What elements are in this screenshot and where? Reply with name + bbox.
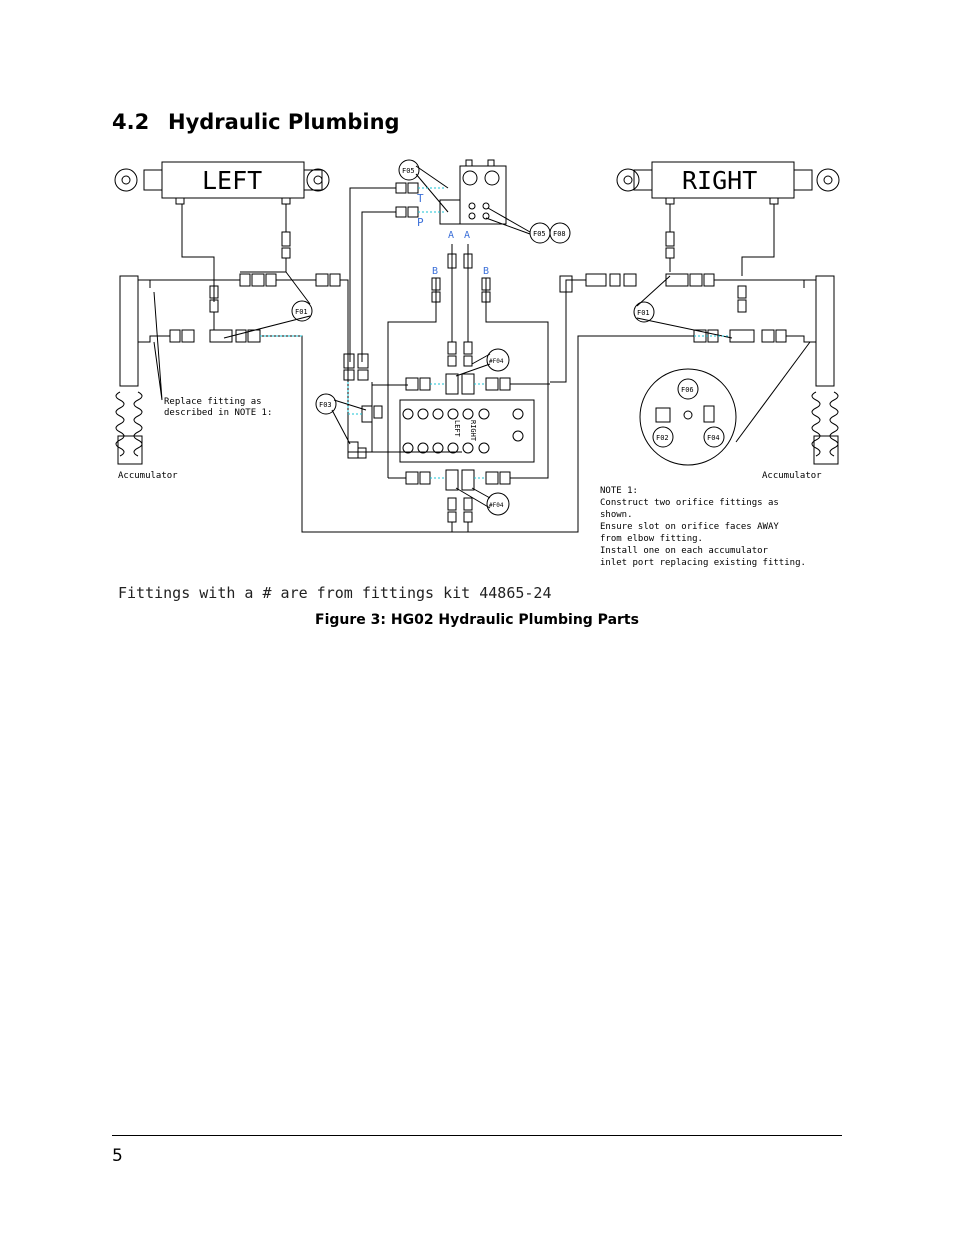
tag-f01-right: F01: [637, 309, 650, 317]
right-cylinder: [616, 161, 840, 205]
tag-f05-top: F05: [402, 167, 415, 175]
hydraulic-plumbing-diagram: LEFT RIGHT F05 F05 F08 F01 F01 #F04 #F04…: [114, 159, 840, 602]
section-title: Hydraulic Plumbing: [168, 110, 400, 134]
left-cylinder-label: LEFT: [202, 166, 262, 195]
control-valve: [439, 159, 507, 225]
fitting-detail-circle: [639, 368, 737, 466]
section-heading: 4.2 Hydraulic Plumbing: [112, 110, 400, 134]
note-line6: inlet port replacing existing fitting.: [600, 558, 806, 568]
tag-f05-block: F05: [533, 230, 546, 238]
note-line3: Ensure slot on orifice faces AWAY: [600, 522, 779, 532]
note-line2: shown.: [600, 510, 633, 520]
note-line5: Install one on each accumulator: [600, 546, 769, 556]
left-cylinder: [114, 161, 330, 205]
replace-note-line2: described in NOTE 1:: [164, 408, 272, 418]
detail-f02: F02: [656, 434, 669, 442]
port-a-right-label: A: [464, 230, 470, 241]
port-p-label: P: [417, 216, 424, 229]
tag-f08: F08: [553, 230, 566, 238]
detail-f06: F06: [681, 386, 694, 394]
footer-divider: [112, 1135, 842, 1136]
port-b-left-label: B: [432, 266, 438, 277]
accumulator-left-label: Accumulator: [118, 471, 178, 481]
manifold-block: [399, 399, 535, 463]
manifold-right-label: RIGHT: [469, 420, 477, 442]
right-accumulator: [811, 275, 839, 465]
note-title: NOTE 1:: [600, 486, 638, 496]
note-line1: Construct two orifice fittings as: [600, 498, 779, 508]
port-t-label: T: [417, 192, 424, 205]
left-accumulator: [115, 275, 143, 465]
detail-f04: F04: [707, 434, 720, 442]
right-cylinder-label: RIGHT: [682, 166, 757, 195]
figure-caption: Figure 3: HG02 Hydraulic Plumbing Parts: [315, 612, 639, 628]
manifold-left-label: LEFT: [453, 420, 461, 438]
accumulator-right-label: Accumulator: [762, 471, 822, 481]
section-number: 4.2: [112, 110, 150, 134]
replace-note-line1: Replace fitting as: [164, 397, 262, 407]
tag-f04-lower: #F04: [489, 502, 504, 509]
note-line4: from elbow fitting.: [600, 534, 703, 544]
port-a-left-label: A: [448, 230, 454, 241]
tag-f01-left: F01: [295, 308, 308, 316]
port-b-right-label: B: [483, 266, 489, 277]
tag-f03: F03: [319, 401, 332, 409]
tag-f04-upper: #F04: [489, 358, 504, 365]
fittings-kit-note: Fittings with a # are from fittings kit …: [118, 584, 551, 602]
page-number: 5: [112, 1146, 123, 1166]
